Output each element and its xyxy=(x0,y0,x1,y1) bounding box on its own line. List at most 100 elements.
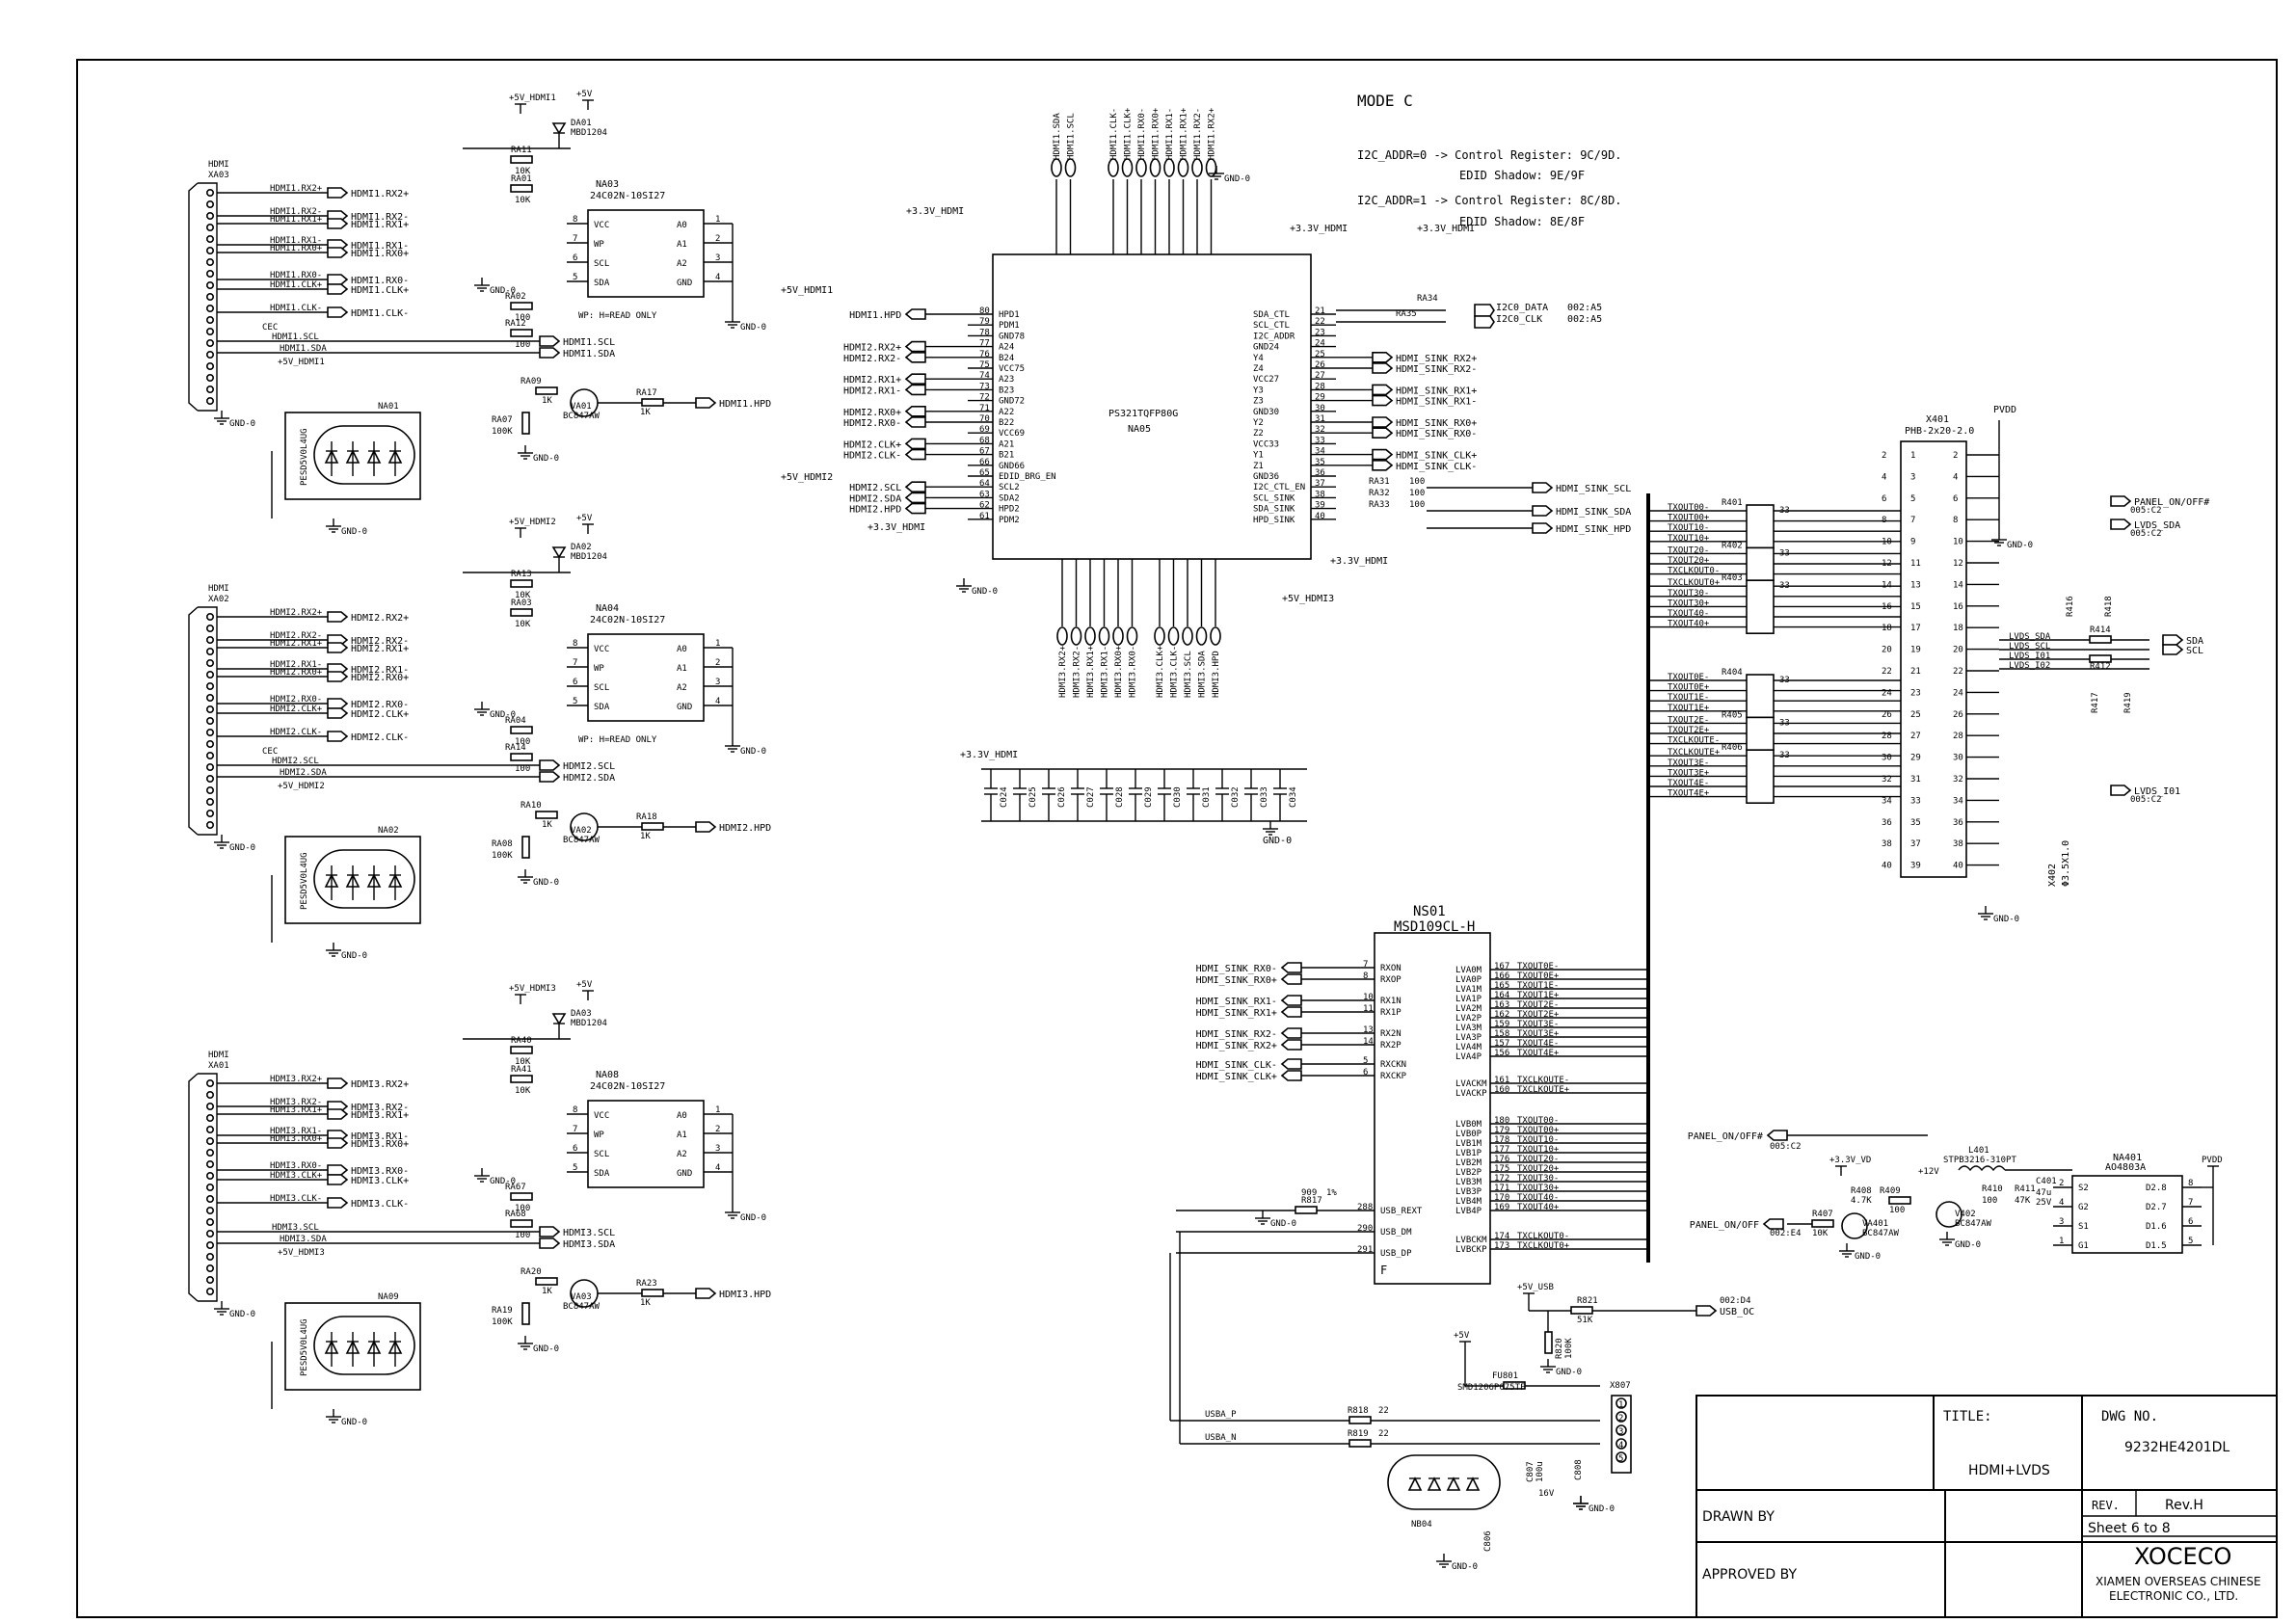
hdmi-pin xyxy=(206,1207,215,1215)
switch-left-net: HDMI2.RX0+ xyxy=(843,408,901,418)
x401-pin-num: 9 xyxy=(1910,538,1915,547)
lvds-net: TXOUT1E+ xyxy=(1668,704,1710,713)
usb-pin-num: 2 xyxy=(1618,1414,1623,1423)
net-tag xyxy=(1372,459,1394,471)
resistor-ref: R409 xyxy=(1880,1186,1901,1196)
eeprom-pin-name: A1 xyxy=(677,1131,687,1140)
net-tag xyxy=(2162,634,2184,646)
hdmi-pin xyxy=(206,327,215,335)
hdmi-signal-label: HDMI2.RX0- xyxy=(270,695,322,705)
gnd-label: GND-0 xyxy=(533,454,559,464)
ns01-pin-name: LVB3P xyxy=(1455,1187,1482,1197)
switch-power-net-bottom2: +3.3V_HDMI xyxy=(1330,556,1388,567)
lvds-sda-ref: 005:C2 xyxy=(2130,529,2162,539)
ns01-pin-name: LVA3P xyxy=(1455,1033,1482,1043)
dwg-label: DWG NO. xyxy=(2101,1409,2158,1424)
x401-pin-num: 4 xyxy=(1953,472,1958,482)
x401-pin-num: 23 xyxy=(1910,688,1921,698)
hdmi-pin xyxy=(206,728,215,736)
switch-right-net: HDMI_SINK_RX1- xyxy=(1396,397,1477,408)
hdmi-connector-ref: XA02 xyxy=(208,595,229,604)
switch-top-tag xyxy=(1135,158,1147,177)
tvs-body xyxy=(313,1316,415,1375)
hdmi-signal-label: HDMI1.RX1+ xyxy=(270,215,323,225)
hdmi-connector-outline xyxy=(188,1073,199,1302)
ns01-pin-num: 13 xyxy=(1363,1025,1374,1035)
resistor-pack-value: 33 xyxy=(1779,548,1790,558)
switch-bottom-net: HDMI3.SCL xyxy=(1184,651,1193,698)
title-label: TITLE: xyxy=(1943,1409,1992,1424)
x401-pin-num: 26 xyxy=(1953,710,1963,720)
switch-pin-name: GND36 xyxy=(1253,472,1279,482)
net-tag xyxy=(904,492,926,504)
eeprom-pin-name: SCL xyxy=(594,683,609,693)
usb-oc-net: USB_OC xyxy=(1720,1307,1754,1317)
ns01-pin-name: RX2P xyxy=(1380,1041,1402,1051)
x401-pin-num: 34 xyxy=(1882,796,1892,806)
eeprom-part: 24C02N-10SI27 xyxy=(590,1081,665,1092)
usb-pin-num: 3 xyxy=(1618,1427,1623,1437)
diode-symbol xyxy=(551,546,567,559)
switch-pin-name: VCC33 xyxy=(1253,439,1279,449)
net-tag xyxy=(327,218,349,229)
resistor-ref: RA67 xyxy=(505,1183,526,1192)
resistor-value: 10K xyxy=(515,1057,531,1067)
net-tag xyxy=(1372,384,1394,396)
cap-ref: C031 xyxy=(1202,786,1212,808)
ddc-sda-net: HDMI3.SDA xyxy=(563,1239,615,1250)
resistor xyxy=(535,1277,558,1286)
drawing-border xyxy=(76,59,2278,1618)
diode-ref: DA03 xyxy=(571,1009,592,1019)
ns01-pin-name: LVB1M xyxy=(1455,1139,1482,1149)
switch-top-tag xyxy=(1177,158,1189,177)
ra31-label: RA31 xyxy=(1369,477,1390,487)
switch-pin-name: SCL2 xyxy=(999,483,1020,492)
cap-ref: C401 xyxy=(2036,1177,2057,1186)
ns01-out-net: TXOUT40- xyxy=(1517,1193,1559,1203)
cap-value: 47u xyxy=(2036,1188,2051,1198)
lvds-net: TXOUT4E+ xyxy=(1668,789,1710,799)
lvds-net: TXOUT1E- xyxy=(1668,693,1709,703)
net-tag xyxy=(1280,1058,1302,1070)
switch-bottom-net: HDMI3.CLK+ xyxy=(1156,645,1165,698)
net-tag xyxy=(327,306,349,318)
switch-chip-body xyxy=(992,253,1312,560)
mode-line-4: EDID Shadow: 8E/8F xyxy=(1459,215,1585,228)
hdmi-pin xyxy=(206,1195,215,1204)
resistor xyxy=(1295,1206,1318,1214)
hdmi-pin xyxy=(206,751,215,759)
title-value: HDMI+LVDS xyxy=(1968,1463,2050,1478)
ns01-pin-name: RX1N xyxy=(1380,997,1402,1006)
switch-pin-name: GND66 xyxy=(999,462,1025,471)
x401-pin-num: 6 xyxy=(1953,494,1958,504)
ns01-pin-num: 161 xyxy=(1494,1076,1509,1085)
switch-pin-name: VCC69 xyxy=(999,429,1025,439)
hdmi-pin xyxy=(206,1218,215,1227)
resistor-ref: R820 xyxy=(1555,1338,1564,1359)
ns01-pin-num: 175 xyxy=(1494,1164,1509,1174)
switch-pin-name: GND78 xyxy=(999,332,1025,341)
resistor xyxy=(641,398,664,407)
panel-power-switch: NA401 AO4803A PANEL_ON/OFF#005:C2PANEL_O… xyxy=(1688,1130,2223,1262)
switch-hdmi-pwr-2: +5V_HDMI2 xyxy=(781,472,833,483)
fuse-part: SMD1206P075TF xyxy=(1457,1383,1525,1393)
x401-pin-num: 34 xyxy=(1953,796,1963,806)
switch-bottom-tag xyxy=(1112,626,1124,646)
hdmi-signal-net: HDMI1.RX1+ xyxy=(351,220,409,230)
hdmi-signal-net: HDMI3.CLK- xyxy=(351,1199,409,1210)
resistor-value: 100 xyxy=(1889,1206,1905,1215)
x401-pin-num: 12 xyxy=(1953,559,1963,569)
net-tag xyxy=(539,347,561,359)
hpd-net: HDMI3.HPD xyxy=(719,1290,771,1300)
ns01-out-net: TXOUT0E- xyxy=(1517,962,1559,971)
hdmi-signal-net: HDMI2.CLK- xyxy=(351,732,409,743)
switch-left-net: HDMI2.CLK+ xyxy=(843,439,901,450)
ns01-pin-name: LVB3M xyxy=(1455,1178,1482,1187)
x401-pin-num: 20 xyxy=(1882,646,1892,655)
switch-pin-num: 30 xyxy=(1315,404,1325,413)
net-tag xyxy=(327,611,349,623)
resistor-value: 1K xyxy=(640,1298,651,1308)
gnd-label: GND-0 xyxy=(533,1344,559,1354)
ns01-pin-num: 5 xyxy=(1363,1056,1368,1066)
ns01-pin-name: LVA2P xyxy=(1455,1014,1482,1024)
